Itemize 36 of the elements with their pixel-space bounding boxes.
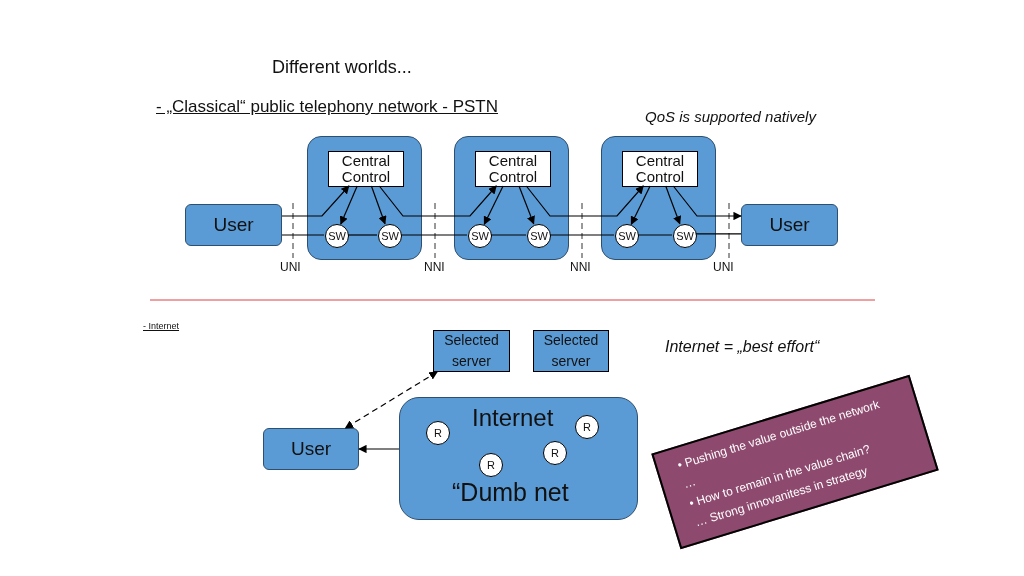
network-box [399, 397, 638, 520]
label-text: - Internet [143, 320, 180, 333]
label-text: NNI [570, 259, 591, 276]
arrow [525, 185, 644, 217]
label-text: UNI [713, 259, 734, 276]
arrow [665, 185, 682, 225]
user-box: User [263, 428, 359, 470]
arrow [370, 185, 387, 225]
control-box: Central Control [328, 151, 404, 187]
control-box: Central Control [475, 151, 551, 187]
control-box: Central Control [622, 151, 698, 187]
arrow [672, 185, 742, 221]
note-text: … [681, 473, 699, 492]
arrow [630, 185, 651, 225]
label-text: Internet = „best effort“ [665, 337, 820, 357]
arrow [358, 444, 400, 454]
switch-domain-box [601, 136, 716, 260]
label-text: QoS is supported natively [645, 107, 816, 127]
arrow [281, 185, 350, 217]
switch-domain-box [454, 136, 569, 260]
network-label: “Dumb net [452, 477, 569, 508]
network-label: Internet [472, 403, 554, 433]
arrow [339, 185, 358, 225]
arrow [483, 185, 504, 225]
user-box: User [185, 204, 282, 246]
server-box: Selected server [433, 330, 510, 372]
arrow [378, 185, 497, 217]
label-text: UNI [280, 259, 301, 276]
label-text: - „Classical“ public telephony network - PSTN [156, 96, 498, 118]
arrow [518, 185, 535, 225]
user-box: User [741, 204, 838, 246]
title: Different worlds... [272, 56, 412, 79]
label-text: NNI [424, 259, 445, 276]
arrow [344, 371, 438, 429]
server-box: Selected server [533, 330, 609, 372]
switch-domain-box [307, 136, 422, 260]
